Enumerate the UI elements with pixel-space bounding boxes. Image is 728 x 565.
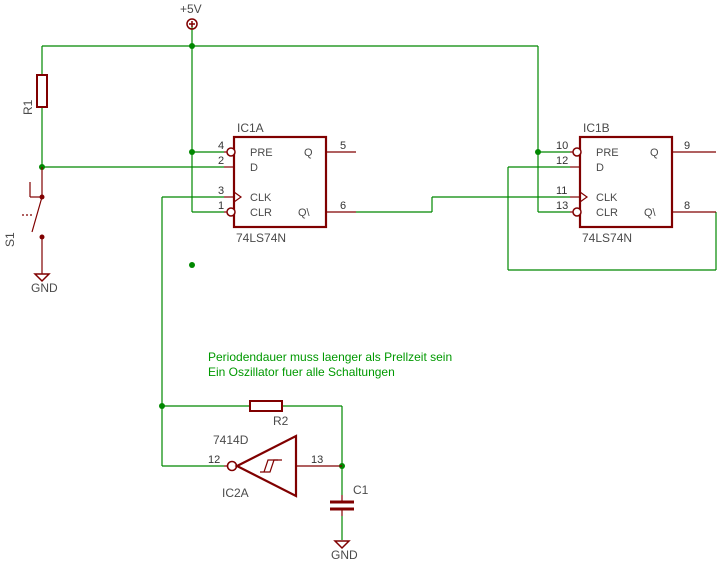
ic1a-label-qn: Q\ [298,207,311,219]
ic1b-label-qn: Q\ [644,207,657,219]
ic1a-part: 74LS74N [236,231,286,245]
ic1a-label-pre: PRE [250,147,273,159]
c1-label: C1 [353,483,369,497]
ic1a-label-q: Q [304,147,313,159]
ic1b-pin-qn: 8 [684,200,690,212]
ic2a-part: 7414D [213,433,249,447]
resistor-r1: R1 [21,74,48,115]
r2-label: R2 [273,414,289,428]
ic1a-label-clr: CLR [250,207,272,219]
capacitor-c1: C1 [330,483,369,516]
ic2a-pin-in: 12 [208,454,220,466]
gnd-label-bottom: GND [331,548,358,562]
ic2a-pin-out: 13 [311,454,323,466]
ic1b-label-d: D [596,162,604,174]
supply-5v: +5V [180,2,202,30]
note-oscillator: Ein Oszillator fuer alle Schaltungen [208,365,395,379]
ic1a-pin-pre: 4 [218,140,224,152]
ic1b-flipflop: IC1B 74LS74N 10 12 11 13 9 8 PRE D CLK C… [556,121,716,245]
s1-label: S1 [3,232,17,247]
ic1a-name: IC1A [237,121,264,135]
wires [41,26,717,540]
ic1b-name: IC1B [583,121,610,135]
ic1a-flipflop: IC1A 74LS74N 4 2 3 1 5 6 PRE D CLK CLR Q… [218,121,356,245]
ic1b-label-clk: CLK [596,192,618,204]
resistor-r2: R2 [249,400,289,428]
supply-label: +5V [180,2,202,16]
ic1a-label-clk: CLK [250,192,272,204]
ic1a-pin-clk: 3 [218,185,224,197]
ic1b-label-q: Q [650,147,659,159]
switch-s1: S1 [3,167,45,270]
ic1b-label-pre: PRE [596,147,619,159]
ic1a-label-d: D [250,162,258,174]
note-period: Periodendauer muss laenger als Prellzeit… [208,350,452,364]
ic2a-schmitt-inverter: 12 13 7414D IC2A [208,433,342,500]
ic1b-pin-clr: 13 [556,200,568,212]
ic1a-pin-q: 5 [340,140,346,152]
ground-symbol-bottom: GND [331,540,358,562]
ic1b-pin-q: 9 [684,140,690,152]
ic1b-label-clr: CLR [596,207,618,219]
r1-label: R1 [21,99,35,115]
ic1a-pin-clr: 1 [218,200,224,212]
ground-symbol-left: GND [31,270,58,295]
ic2a-name: IC2A [222,486,249,500]
ic1a-pin-qn: 6 [340,200,346,212]
ic1a-pin-d: 2 [218,155,224,167]
gnd-label-left: GND [31,281,58,295]
ic1b-part: 74LS74N [582,231,632,245]
ic1b-pin-d: 12 [556,155,568,167]
junctions [39,43,541,469]
ic1b-pin-clk: 11 [556,185,567,197]
ic1b-pin-pre: 10 [556,140,568,152]
